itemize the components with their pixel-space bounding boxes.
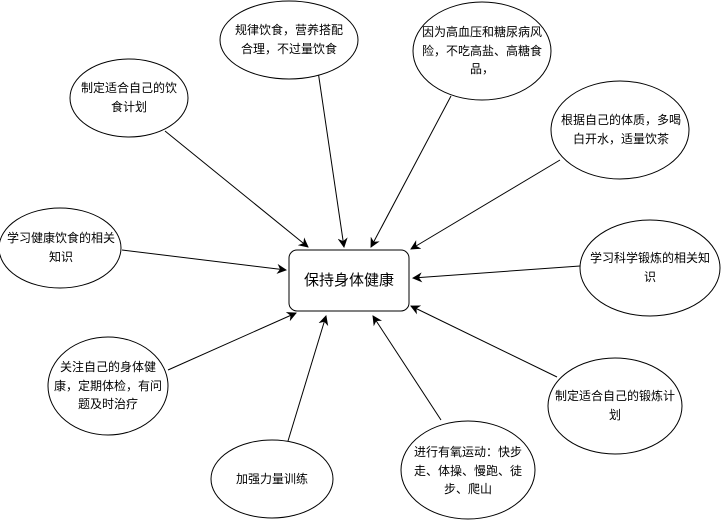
topic-ellipse-n3 xyxy=(69,58,189,138)
topic-ellipse-n4 xyxy=(550,80,690,180)
arrow-n9-to-center xyxy=(372,315,442,421)
topic-ellipse-n7 xyxy=(47,336,169,436)
arrow-n3-to-center xyxy=(164,130,309,248)
arrow-n2-to-center xyxy=(370,95,452,248)
topic-ellipse-n8 xyxy=(547,357,683,455)
topic-label-aerobic-exercise: 进行有氧运动：快步走、体操、慢跑、徒步、爬山 xyxy=(413,445,522,497)
arrow-n5-to-center xyxy=(121,249,287,274)
topic-label-health-checkup: 关注自己的身体健康，定期体检，有问题及时治疗 xyxy=(54,360,163,412)
arrow-n4-to-center xyxy=(410,159,561,250)
topic-ellipse-n1 xyxy=(219,0,359,80)
topic-label-avoid-salt-sugar: 因为高血压和糖尿病风险，不吃高盐、高糖食品， xyxy=(422,25,543,77)
topic-label-diet-knowledge: 学习健康饮食的相关知识 xyxy=(6,231,115,264)
topic-ellipse-n10 xyxy=(210,439,334,519)
center-topic-box xyxy=(288,249,410,312)
topic-ellipse-n9 xyxy=(400,420,536,520)
connectors xyxy=(121,70,581,442)
topic-label-exercise-plan: 制定适合自己的锻炼计划 xyxy=(554,389,675,422)
arrow-n10-to-center xyxy=(287,315,329,442)
arrow-n7-to-center xyxy=(167,312,297,371)
arrow-n6-to-center xyxy=(412,265,581,283)
topic-label-water-tea: 根据自己的体质，多喝白开水，适量饮茶 xyxy=(560,113,681,146)
topic-label-regular-diet: 规律饮食，营养搭配合理，不过量饮食 xyxy=(234,23,343,56)
topic-label-strength-training: 加强力量训练 xyxy=(235,471,308,486)
topic-ellipse-n6 xyxy=(579,219,721,317)
topic-label-exercise-knowledge: 学习科学锻炼的相关知识 xyxy=(589,251,710,284)
topic-ellipse-n5 xyxy=(0,207,122,289)
center-topic-label: 保持身体健康 xyxy=(303,270,394,289)
topic-label-diet-plan: 制定适合自己的饮食计划 xyxy=(80,81,177,114)
arrow-n8-to-center xyxy=(410,305,558,378)
arrow-n1-to-center xyxy=(317,70,348,248)
topic-ellipse-n2 xyxy=(412,1,552,101)
